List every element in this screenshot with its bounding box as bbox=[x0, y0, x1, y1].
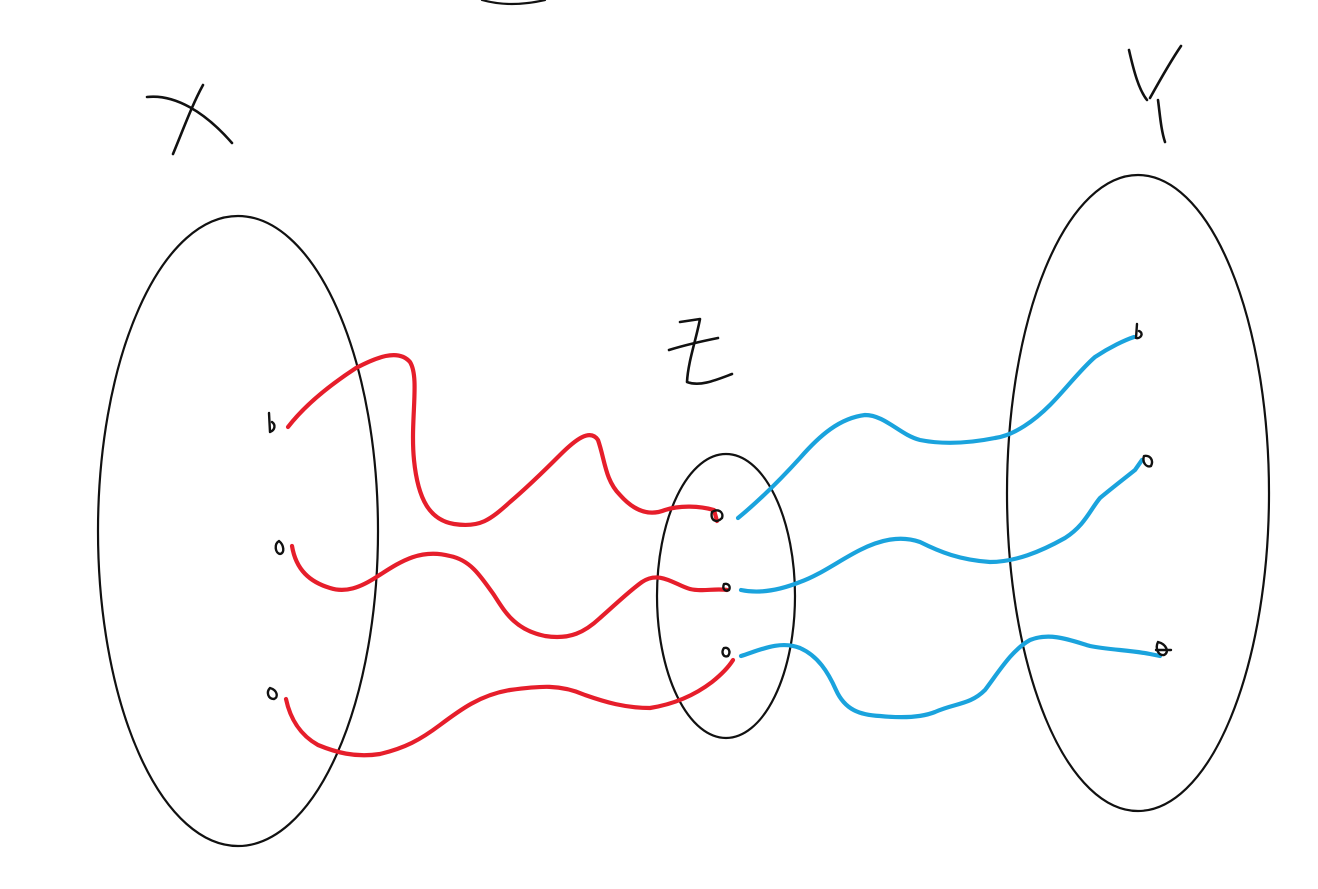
point-y-bottom bbox=[1154, 640, 1173, 657]
point-x-top bbox=[267, 411, 276, 434]
point-y-middle bbox=[1142, 454, 1154, 468]
point-x-bottom bbox=[266, 686, 278, 701]
points-x bbox=[266, 411, 285, 701]
set-y-ellipse bbox=[1005, 173, 1271, 813]
point-y-top bbox=[1134, 322, 1143, 340]
point-x-middle bbox=[274, 539, 285, 556]
set-y bbox=[1005, 44, 1271, 813]
point-z-top bbox=[710, 509, 724, 523]
blue-path-lower bbox=[738, 634, 1163, 720]
set-z-ellipse bbox=[655, 452, 797, 740]
points-z bbox=[710, 509, 731, 658]
blue-paths bbox=[735, 334, 1163, 720]
red-path-upper bbox=[285, 353, 720, 528]
red-path-lower bbox=[283, 657, 736, 758]
top-partial-curve bbox=[480, 0, 547, 6]
red-path-middle bbox=[289, 543, 730, 640]
point-z-bottom bbox=[721, 646, 731, 658]
blue-path-middle bbox=[738, 457, 1145, 594]
set-x-ellipse bbox=[96, 214, 380, 848]
blue-path-upper bbox=[735, 334, 1137, 521]
points-y bbox=[1134, 322, 1173, 657]
set-x-label bbox=[145, 83, 234, 156]
set-z-label bbox=[667, 317, 734, 385]
set-x bbox=[96, 83, 380, 848]
set-z bbox=[655, 317, 797, 740]
point-z-middle bbox=[722, 582, 731, 592]
red-paths bbox=[283, 353, 736, 758]
set-y-label bbox=[1127, 44, 1183, 144]
